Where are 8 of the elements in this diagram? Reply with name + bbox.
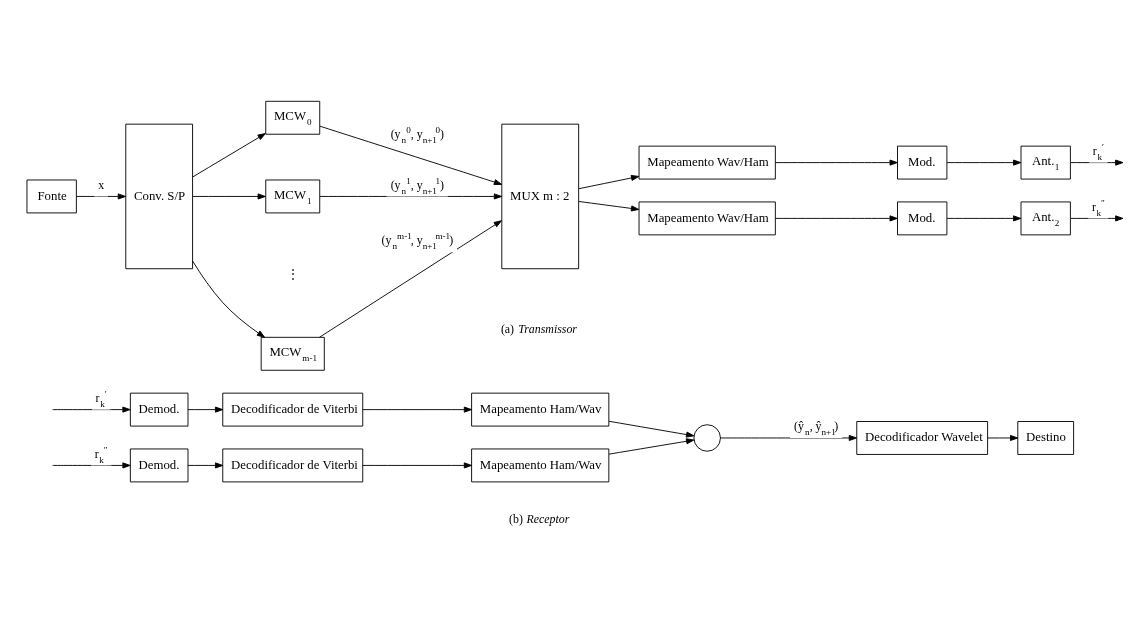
label: ⋮ — [286, 267, 299, 282]
edge-label: (y$_{n}$$^{0}$, y$_{n+1}$$^{0}$) — [390, 125, 445, 146]
edge-label: (y$_{n}$$^{m-1}$, y$_{n+1}$$^{m-1}$) — [381, 231, 454, 252]
edge-label: (ŷ$_{n}$, ŷ$_{n+1}$) — [794, 419, 839, 438]
label: (a) Transmissor — [500, 322, 578, 337]
label: (b) Receptor — [509, 512, 570, 527]
edge-label: (y$_{n}$$^{1}$, y$_{n+1}$$^{1}$) — [390, 175, 445, 196]
edge-label: x — [98, 178, 105, 193]
